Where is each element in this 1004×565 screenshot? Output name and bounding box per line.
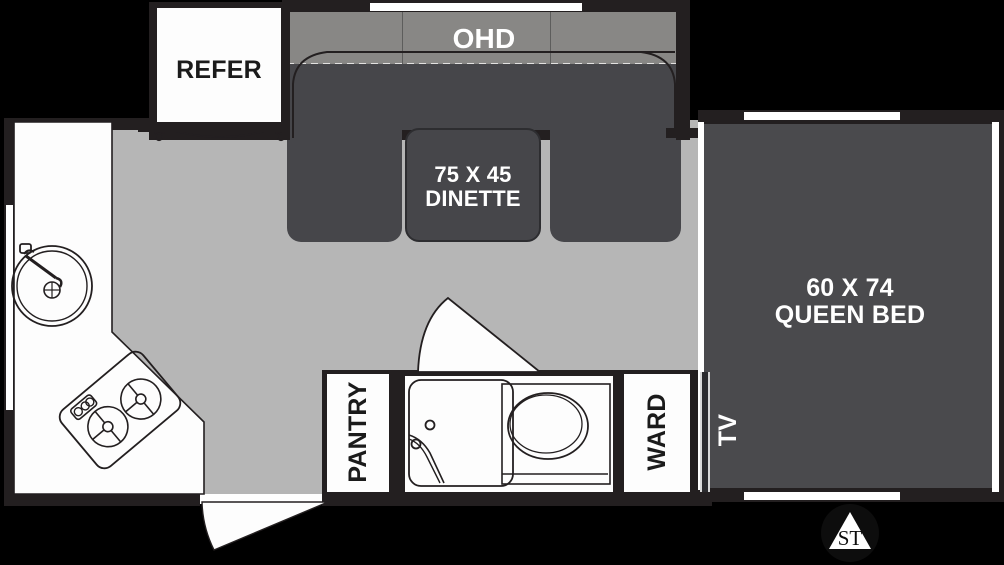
slideout-sill bbox=[666, 128, 712, 138]
bed-label: 60 X 74 QUEEN BED bbox=[704, 270, 996, 334]
refrigerator-body bbox=[157, 8, 281, 132]
wardrobe-body bbox=[624, 374, 690, 492]
window-bedroom-top bbox=[744, 112, 900, 120]
wall-bottom-right bbox=[322, 492, 712, 506]
bed-size-text: 60 X 74 bbox=[806, 274, 894, 303]
dinette-seat-contours bbox=[292, 51, 676, 138]
entry-door-threshold bbox=[200, 494, 324, 504]
dinette-name-text: DINETTE bbox=[425, 186, 521, 211]
pantry-body bbox=[327, 374, 389, 492]
tv-panel bbox=[700, 372, 710, 492]
ohd-divider-right bbox=[550, 12, 551, 64]
bed-name-text: QUEEN BED bbox=[774, 301, 926, 329]
st-logo: ST bbox=[821, 504, 879, 562]
dinette-size-text: 75 X 45 bbox=[434, 162, 512, 188]
slideout-sill-left bbox=[138, 122, 290, 132]
toilet bbox=[501, 383, 611, 485]
shower bbox=[408, 379, 514, 487]
queen-bed bbox=[704, 124, 996, 488]
bathroom-door-swing bbox=[417, 296, 543, 373]
wardrobe-label: WARD bbox=[642, 393, 671, 471]
window-dinette-slideout bbox=[370, 3, 582, 11]
st-logo-text: ST bbox=[838, 526, 863, 550]
dinette-bench-left bbox=[287, 64, 402, 242]
slideout-jamb-right bbox=[676, 0, 690, 140]
wall-bottom-left bbox=[4, 492, 200, 506]
cooktop bbox=[58, 350, 182, 470]
refrigerator-label: REFER bbox=[176, 55, 262, 84]
slideout-jamb-left bbox=[282, 0, 290, 140]
dinette-bench-right bbox=[550, 64, 681, 242]
pantry-label: PANTRY bbox=[343, 381, 372, 483]
window-bedroom-left bbox=[698, 122, 704, 490]
kitchen-sink bbox=[11, 243, 93, 327]
window-left bbox=[6, 205, 13, 410]
dinette-table bbox=[405, 128, 541, 242]
window-bedroom-right bbox=[992, 122, 999, 492]
dinette-label: 75 X 45 DINETTE bbox=[405, 160, 541, 214]
window-bedroom-bottom bbox=[744, 492, 900, 500]
tv-label: TV bbox=[713, 413, 742, 447]
overhead-cabinet bbox=[287, 12, 681, 64]
kitchen-counter-angled-edge bbox=[13, 121, 205, 495]
overhead-cabinet-label: OHD bbox=[452, 23, 516, 55]
ohd-divider-left bbox=[402, 12, 403, 64]
entry-door-swing bbox=[201, 501, 329, 551]
